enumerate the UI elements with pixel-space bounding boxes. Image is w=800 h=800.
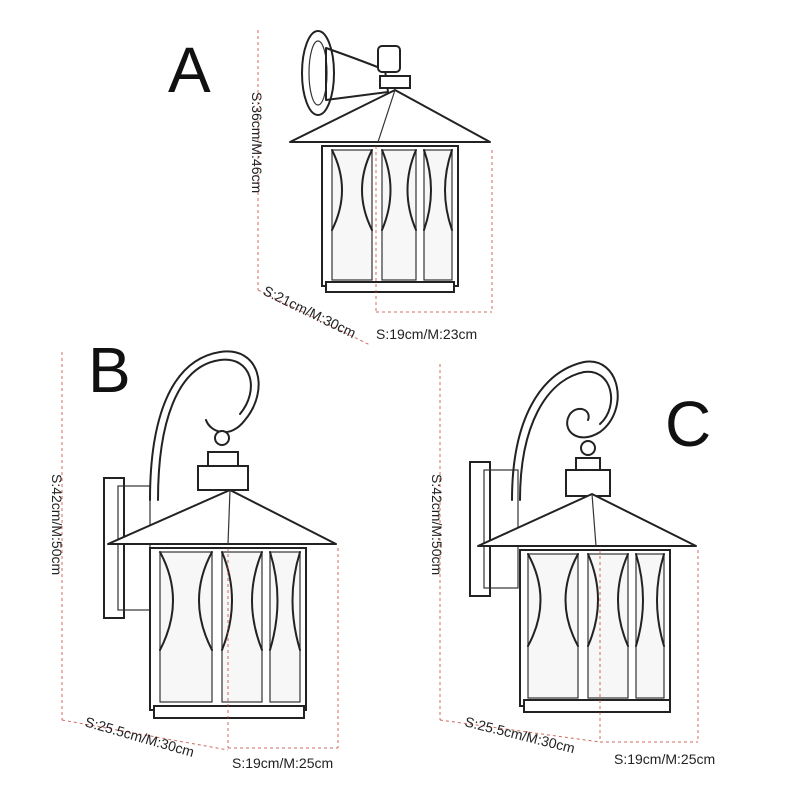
collar [565, 469, 611, 497]
roof-ridge [377, 89, 396, 143]
wall-plate [469, 461, 491, 597]
variant-b-depth-label: S:25.5cm/M:30cm [83, 714, 196, 760]
gothic-tracery [331, 149, 453, 231]
gothic-tracery [527, 553, 665, 647]
variant-c-depth-label: S:25.5cm/M:30cm [463, 713, 576, 756]
variant-b-height-label: S:42cm/M:50cm [49, 474, 65, 575]
gothic-tracery [159, 551, 301, 651]
cap [207, 451, 239, 467]
variant-c: C S:42cm/M:50cm S:25.5cm/M:30cm S:19cm/M… [429, 360, 715, 767]
variant-a-letter: A [168, 34, 211, 106]
variant-c-letter: C [665, 388, 711, 460]
wall-plate [301, 30, 335, 116]
cap [575, 457, 601, 471]
variant-a-width-label: S:19cm/M:23cm [376, 326, 477, 342]
variant-b-letter: B [88, 334, 131, 406]
roof [107, 489, 337, 545]
arm [325, 47, 389, 101]
variant-a: A S:36cm/M:46cm S:21cm/M:30cm S:19cm/M:2… [168, 30, 493, 346]
scroll-arm-inner [157, 358, 252, 501]
scroll-arm-inner [519, 370, 613, 501]
scroll-arm [511, 360, 619, 501]
finial [214, 430, 230, 446]
base [325, 281, 455, 293]
variant-c-width-label: S:19cm/M:25cm [614, 751, 715, 767]
collar [197, 465, 249, 491]
roof [289, 89, 491, 143]
base [153, 705, 305, 719]
wall-plate [103, 477, 125, 619]
scroll-arm [149, 350, 260, 501]
cap [377, 45, 401, 73]
base [523, 699, 671, 713]
variant-b-width-label: S:19cm/M:25cm [232, 755, 333, 771]
finial [580, 440, 596, 456]
roof [477, 493, 697, 547]
variant-b: B S:42cm/M:50cm S:25.5cm/M:30cm S:19cm/M… [49, 334, 339, 771]
glass-panel [159, 551, 213, 703]
variant-a-height-label: S:36cm/M:46cm [249, 92, 265, 193]
variant-c-height-label: S:42cm/M:50cm [429, 474, 445, 575]
collar [379, 75, 411, 89]
